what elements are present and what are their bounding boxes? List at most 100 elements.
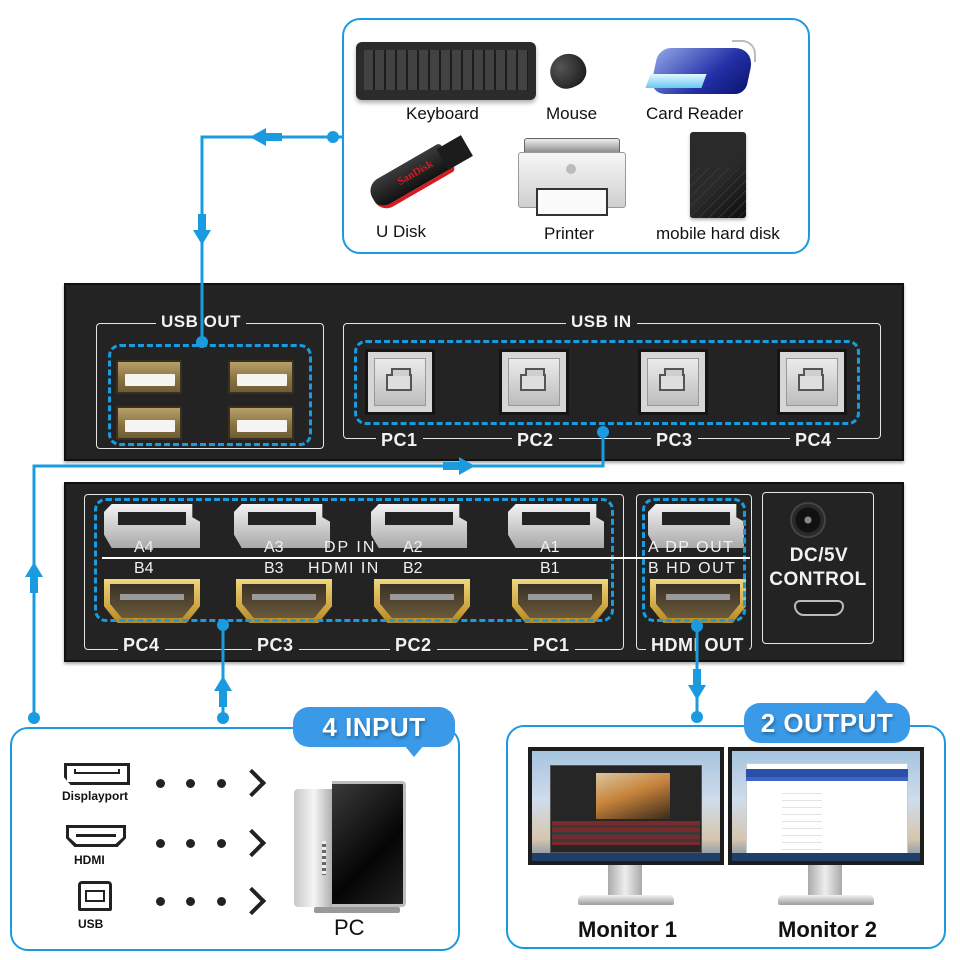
- arrow-up-icon: [25, 562, 43, 593]
- hdmi-port-b2[interactable]: [374, 579, 470, 623]
- dp-out-port[interactable]: [648, 504, 744, 548]
- usb-in-pc-label: PC3: [651, 431, 698, 449]
- dp-port-label: A2: [403, 539, 423, 556]
- hdmi-port-b3[interactable]: [236, 579, 332, 623]
- junction-dot: [217, 712, 229, 724]
- badge-pointer: [864, 690, 888, 704]
- usb-in-label: USB IN: [566, 313, 637, 330]
- hd-out-label: B HD OUT: [648, 560, 737, 577]
- monitor-1-icon: [528, 747, 724, 865]
- monitor-base: [778, 895, 874, 905]
- flow-dot: [186, 897, 195, 906]
- flow-dot: [156, 779, 165, 788]
- hdmi-port-b4[interactable]: [104, 579, 200, 623]
- monitor-2-label: Monitor 2: [778, 917, 877, 942]
- usb-a-port[interactable]: [116, 406, 182, 440]
- connector-label-usb: USB: [78, 917, 104, 931]
- junction-dot: [28, 712, 40, 724]
- mobile-hard-disk-icon: [690, 132, 746, 218]
- dp-port-a3[interactable]: [234, 504, 330, 548]
- input-count-badge: 4 INPUT: [293, 707, 455, 747]
- pc-label: PC: [334, 915, 365, 940]
- video-in-pc-label: PC4: [118, 636, 165, 654]
- flow-dot: [217, 839, 226, 848]
- junction-dot: [691, 711, 703, 723]
- arrow-up-icon: [214, 676, 232, 707]
- dp-out-label: A DP OUT: [648, 539, 735, 556]
- output-count-badge: 2 OUTPUT: [744, 703, 910, 743]
- video-in-frame: [84, 494, 624, 650]
- hdmi-port-label: B2: [403, 560, 423, 577]
- printer-icon: [514, 136, 630, 222]
- hdmi-port-b1[interactable]: [512, 579, 608, 623]
- line-usb-in-to-input: [32, 430, 605, 718]
- peripheral-label-mouse: Mouse: [546, 104, 598, 123]
- arrow-down-icon: [688, 669, 706, 700]
- monitor-stand: [608, 865, 642, 899]
- chevron-right-icon: [237, 768, 267, 798]
- mouse-icon: [544, 47, 592, 95]
- dp-port-a2[interactable]: [371, 504, 467, 548]
- hdmi-icon: [66, 825, 126, 847]
- peripheral-label-printer: Printer: [544, 224, 595, 243]
- input-box: Displayport HDMI USB PC: [10, 727, 460, 951]
- flow-dot: [217, 779, 226, 788]
- monitor-base: [578, 895, 674, 905]
- usb-b-port-pc1[interactable]: [365, 349, 435, 415]
- peripheral-label-mobile-hard-disk: mobile hard disk: [656, 224, 780, 243]
- video-out-group: [642, 498, 746, 622]
- junction-dot: [597, 426, 609, 438]
- dc-power-jack[interactable]: [790, 502, 826, 538]
- kvm-back-panel-usb: USB OUT USB IN PC1 PC2 PC3 PC4: [64, 283, 904, 461]
- arrow-right-icon: [443, 457, 475, 475]
- peripherals-box: Keyboard Mouse Card Reader SanDisk U Dis…: [342, 18, 810, 254]
- usb-b-port-pc4[interactable]: [777, 349, 847, 415]
- chevron-right-icon: [237, 886, 267, 916]
- hdmi-port-label: B1: [540, 560, 560, 577]
- power-frame: [762, 492, 874, 644]
- hdmi-out-port[interactable]: [650, 579, 746, 623]
- dp-port-a1[interactable]: [508, 504, 604, 548]
- line-peripherals-to-usb-out: [200, 135, 342, 345]
- divider-line: [102, 557, 750, 559]
- connector-label-displayport: Displayport: [62, 789, 129, 803]
- usb-a-port[interactable]: [228, 360, 294, 394]
- dp-port-a4[interactable]: [104, 504, 200, 548]
- hdmi-in-label: HDMI IN: [308, 560, 380, 577]
- usb-b-port-pc3[interactable]: [638, 349, 708, 415]
- usb-in-pc-label: PC1: [376, 431, 423, 449]
- flow-dot: [156, 839, 165, 848]
- u-disk-icon: SanDisk: [362, 125, 479, 218]
- dc-5v-label: DC/5V: [789, 545, 849, 566]
- flow-dot: [156, 897, 165, 906]
- junction-dot: [327, 131, 339, 143]
- arrow-down-icon: [193, 214, 211, 245]
- usb-b-icon: [78, 881, 112, 911]
- junction-dot: [196, 336, 208, 348]
- connector-label-hdmi: HDMI: [74, 853, 105, 867]
- badge-pointer: [404, 745, 424, 757]
- displayport-icon: [64, 763, 130, 785]
- usb-out-group: [108, 344, 312, 446]
- usb-a-port[interactable]: [228, 406, 294, 440]
- keyboard-icon: [356, 42, 536, 100]
- dp-port-label: A4: [134, 539, 154, 556]
- monitor-1-label: Monitor 1: [578, 917, 677, 942]
- arrow-left-icon: [250, 128, 282, 146]
- usb-a-port[interactable]: [116, 360, 182, 394]
- dp-port-label: A1: [540, 539, 560, 556]
- usb-b-port-pc2[interactable]: [499, 349, 569, 415]
- control-label: CONTROL: [769, 569, 867, 590]
- card-reader-icon: [645, 40, 756, 102]
- peripheral-label-card-reader: Card Reader: [646, 104, 744, 123]
- usb-in-group: [354, 340, 860, 425]
- hdmi-port-label: B4: [134, 560, 154, 577]
- chevron-right-icon: [237, 828, 267, 858]
- usb-in-pc-label: PC4: [790, 431, 837, 449]
- flow-dot: [186, 779, 195, 788]
- output-box: Monitor 1 Monitor 2: [506, 725, 946, 949]
- monitor-2-icon: [728, 747, 924, 865]
- micro-usb-control-port[interactable]: [794, 600, 844, 616]
- flow-dot: [186, 839, 195, 848]
